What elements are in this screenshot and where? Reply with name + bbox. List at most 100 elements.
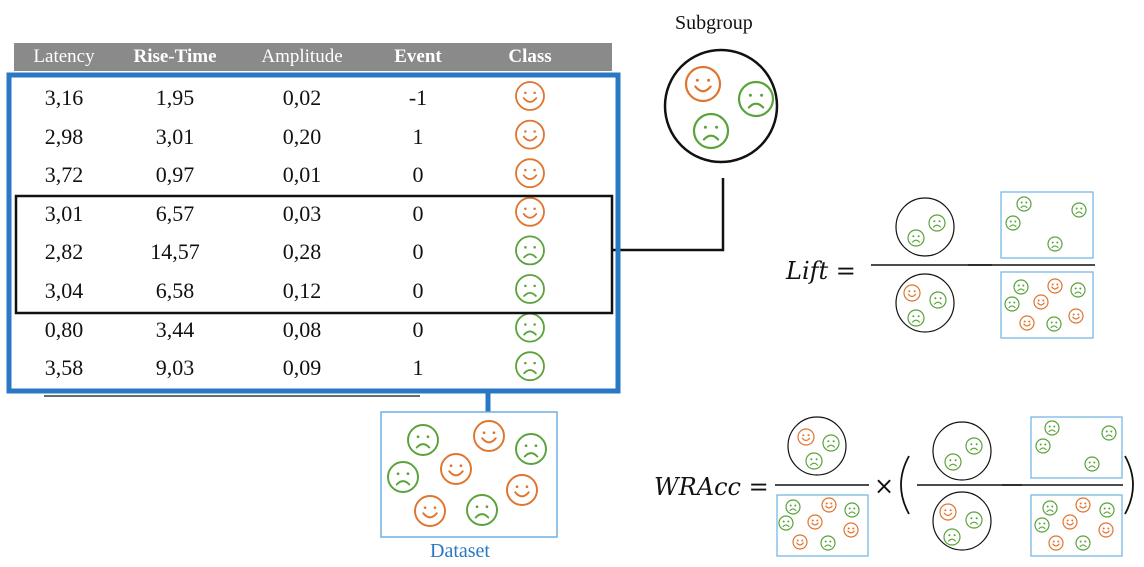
table-cell: 6,58 bbox=[155, 278, 195, 303]
happy-face-icon bbox=[939, 503, 957, 521]
table-header-rise-time: Rise-Time bbox=[133, 46, 217, 67]
table-cell: 3,16 bbox=[44, 85, 84, 110]
sad-face-icon bbox=[515, 235, 545, 266]
sad-face-icon bbox=[965, 437, 983, 455]
happy-face-icon bbox=[807, 514, 823, 530]
happy-face-icon bbox=[1019, 315, 1035, 331]
sad-face-icon bbox=[1046, 316, 1062, 332]
happy-face-icon bbox=[1048, 535, 1064, 551]
lift-subgroup-sad bbox=[895, 197, 955, 257]
dataset-frame bbox=[6, 72, 621, 394]
table-cell: 0,97 bbox=[155, 162, 195, 188]
subgroup-selection-box bbox=[14, 194, 614, 315]
happy-face-icon bbox=[473, 420, 505, 452]
table-cell: 2,82 bbox=[44, 239, 84, 265]
sad-face-icon bbox=[820, 535, 836, 551]
happy-face-icon bbox=[515, 119, 545, 150]
happy-face-icon bbox=[515, 196, 545, 227]
sad-face-icon bbox=[515, 312, 545, 343]
table-cell: 0 bbox=[412, 278, 424, 303]
happy-face-icon bbox=[515, 158, 545, 189]
happy-face-icon bbox=[414, 495, 446, 527]
table-cell: 0,02 bbox=[282, 85, 322, 110]
table-cell: 3,01 bbox=[44, 200, 84, 226]
happy-face-icon bbox=[506, 474, 538, 506]
sad-face-icon bbox=[928, 214, 946, 232]
sad-face-icon bbox=[515, 351, 545, 382]
happy-face-icon bbox=[792, 534, 808, 550]
sad-face-icon bbox=[1016, 196, 1032, 212]
sad-face-icon bbox=[1084, 456, 1100, 472]
sad-face-icon bbox=[1042, 500, 1058, 516]
sad-face-icon bbox=[844, 502, 860, 518]
table-cell: 0,01 bbox=[282, 162, 322, 188]
sad-face-icon bbox=[1047, 236, 1063, 252]
table-cell: 9,03 bbox=[155, 355, 195, 381]
sad-face-icon bbox=[737, 80, 775, 118]
sad-face-icon bbox=[407, 424, 439, 456]
wracc-label: WRAcc = bbox=[654, 473, 769, 501]
happy-face-icon bbox=[821, 497, 837, 513]
table-cell: 14,57 bbox=[150, 239, 200, 265]
sad-face-icon bbox=[1035, 438, 1051, 454]
table-cell: 3,01 bbox=[155, 123, 195, 149]
table-cell: 0 bbox=[412, 200, 424, 226]
happy-face-icon bbox=[1047, 278, 1063, 294]
lift-label: Lift = bbox=[786, 257, 856, 285]
table-header-latency: Latency bbox=[33, 46, 95, 67]
table-cell: 3,04 bbox=[44, 278, 84, 303]
table-cell: 0 bbox=[412, 239, 424, 265]
times-sign: × bbox=[874, 472, 894, 500]
table-header-event: Event bbox=[394, 46, 442, 67]
sad-face-icon bbox=[965, 511, 983, 529]
sad-face-icon bbox=[1004, 296, 1020, 312]
happy-face-icon bbox=[903, 284, 921, 302]
sad-face-icon bbox=[822, 434, 840, 452]
happy-face-icon bbox=[684, 65, 722, 103]
sad-face-icon bbox=[785, 499, 801, 515]
sad-face-icon bbox=[907, 309, 925, 327]
table-cell: 3,44 bbox=[155, 316, 195, 342]
sad-face-icon bbox=[1034, 517, 1050, 533]
sad-face-icon bbox=[1099, 502, 1115, 518]
sad-face-icon bbox=[387, 461, 419, 493]
wracc-subgroup-sad bbox=[932, 421, 992, 481]
sad-face-icon bbox=[692, 112, 730, 150]
sad-face-icon bbox=[1005, 215, 1021, 231]
table-cell: -1 bbox=[408, 85, 428, 110]
sad-face-icon bbox=[515, 433, 547, 465]
happy-face-icon bbox=[515, 81, 545, 111]
table-cell: 0,20 bbox=[282, 123, 322, 149]
table-cell: 0,12 bbox=[282, 278, 322, 303]
table-cell: 0,03 bbox=[282, 200, 322, 226]
happy-face-icon bbox=[1068, 308, 1084, 324]
sad-face-icon bbox=[943, 528, 961, 546]
sad-face-icon bbox=[1075, 535, 1091, 551]
sad-face-icon bbox=[929, 291, 947, 309]
table-cell: 0,09 bbox=[282, 355, 322, 381]
table-cell: 0 bbox=[412, 162, 424, 188]
sad-face-icon bbox=[1071, 202, 1087, 218]
table-header-class: Class bbox=[508, 46, 552, 67]
table-cell: 3,58 bbox=[44, 355, 84, 381]
happy-face-icon bbox=[1075, 497, 1091, 513]
table-cell: 1 bbox=[412, 355, 424, 381]
table-cell: 0,08 bbox=[282, 316, 322, 342]
table-cell: 1,95 bbox=[155, 85, 195, 110]
table-cell: 2,98 bbox=[44, 123, 84, 149]
sad-face-icon bbox=[466, 494, 498, 526]
sad-face-icon bbox=[907, 229, 925, 247]
table-cell: 3,72 bbox=[44, 162, 84, 188]
table-header-amplitude: Amplitude bbox=[261, 46, 343, 67]
sad-face-icon bbox=[1070, 282, 1086, 298]
table-cell: 1 bbox=[412, 123, 424, 149]
happy-face-icon bbox=[843, 522, 859, 538]
subgroup-connector bbox=[612, 178, 725, 252]
happy-face-icon bbox=[1062, 514, 1078, 530]
table-header: Latency Rise-Time Amplitude Event Class bbox=[14, 43, 612, 71]
happy-face-icon bbox=[797, 428, 815, 446]
dataset-label: Dataset bbox=[430, 540, 490, 562]
sad-face-icon bbox=[805, 452, 823, 470]
